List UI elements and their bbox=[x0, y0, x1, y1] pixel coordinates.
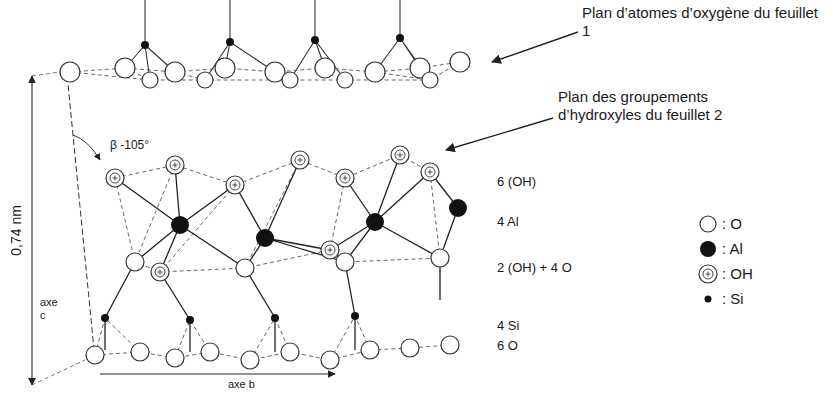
legend-text: : OH bbox=[722, 265, 753, 283]
plane-label: Plan des groupements d’hydroxyles du feu… bbox=[558, 88, 793, 124]
layer-label: 4 Si bbox=[497, 318, 519, 334]
axis-c bbox=[68, 84, 95, 360]
dimension-label: 0,74 nm bbox=[8, 205, 25, 256]
leader-arrow bbox=[446, 118, 553, 150]
layer-label: 6 O bbox=[497, 338, 518, 354]
layer-label: 2 (OH) + 4 O bbox=[497, 260, 572, 276]
legend-samples bbox=[699, 216, 717, 303]
axis-label: axe c bbox=[40, 296, 66, 322]
sheet-1-oxygen bbox=[60, 52, 470, 88]
layer-label: 6 (OH) bbox=[497, 174, 536, 190]
layer-label: 4 Al bbox=[497, 214, 519, 230]
legend-text: : Al bbox=[722, 240, 743, 258]
sheet-2-hydroxyls bbox=[106, 146, 439, 281]
sheet-2-bonds bbox=[105, 155, 458, 352]
legend-text: : Si bbox=[722, 290, 744, 308]
dimension-extension bbox=[32, 72, 85, 385]
sheet-2-oxygen bbox=[86, 249, 459, 369]
sheet-2-dashed-planes bbox=[95, 155, 450, 360]
sheet-2-aluminium bbox=[171, 199, 467, 247]
plane-label: Plan d’atomes d’oxygène du feuillet 1 bbox=[582, 4, 822, 40]
axis-label: axe b bbox=[228, 378, 255, 391]
dimension-line bbox=[31, 76, 32, 385]
sheet-2-silicon bbox=[101, 312, 359, 324]
axis-b bbox=[100, 373, 335, 374]
legend-text: : O bbox=[722, 215, 742, 233]
sheet-1-silicon bbox=[141, 34, 404, 49]
leader-arrow bbox=[492, 32, 578, 62]
beta-angle-arc bbox=[73, 135, 100, 160]
angle-label: β -105° bbox=[110, 138, 149, 152]
